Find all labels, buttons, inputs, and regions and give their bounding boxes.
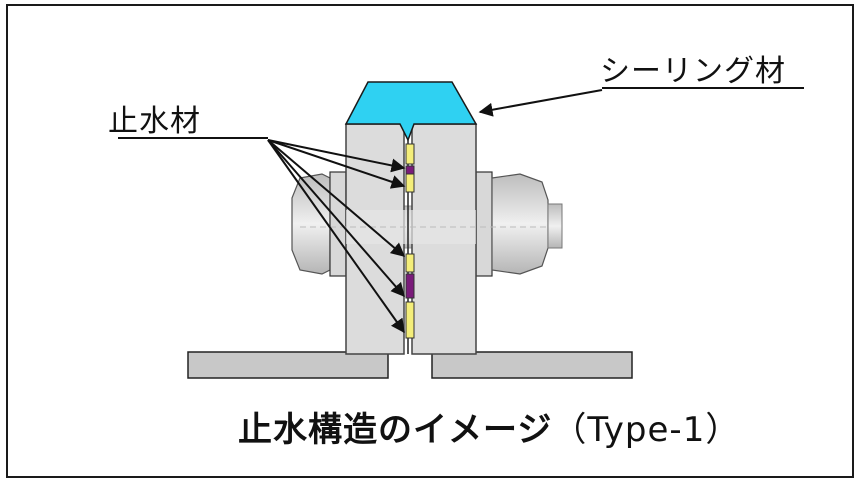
left-washer [329, 171, 347, 277]
arrow-lower-3 [267, 139, 405, 334]
sealing-material [344, 81, 478, 142]
sealing-material-label: シーリング材 [600, 54, 786, 89]
left-base-plate [187, 351, 389, 379]
water-stop-lower-light-2 [405, 301, 415, 339]
sealing-arrow [478, 89, 603, 117]
water-stop-lower-dark [405, 273, 415, 299]
arrow-lower-2 [267, 139, 405, 298]
right-nut [491, 173, 549, 275]
diagram-caption: 止水構造のイメージ（Type-1） [238, 402, 740, 451]
right-washer [475, 171, 493, 277]
water-stop-lower-light-1 [405, 253, 415, 273]
arrow-upper-2 [267, 139, 406, 189]
arrow-lower-1 [267, 139, 406, 257]
caption-main: 止水構造のイメージ [238, 410, 553, 450]
bolt-end [547, 203, 563, 249]
caption-sub: （Type-1） [552, 410, 741, 450]
water-stop-upper-light [405, 173, 415, 193]
water-stop-upper-light-2 [405, 143, 415, 165]
right-base-plate [431, 351, 633, 379]
arrow-upper-1 [267, 139, 406, 173]
water-stop-material-label: 止水材 [108, 104, 201, 139]
